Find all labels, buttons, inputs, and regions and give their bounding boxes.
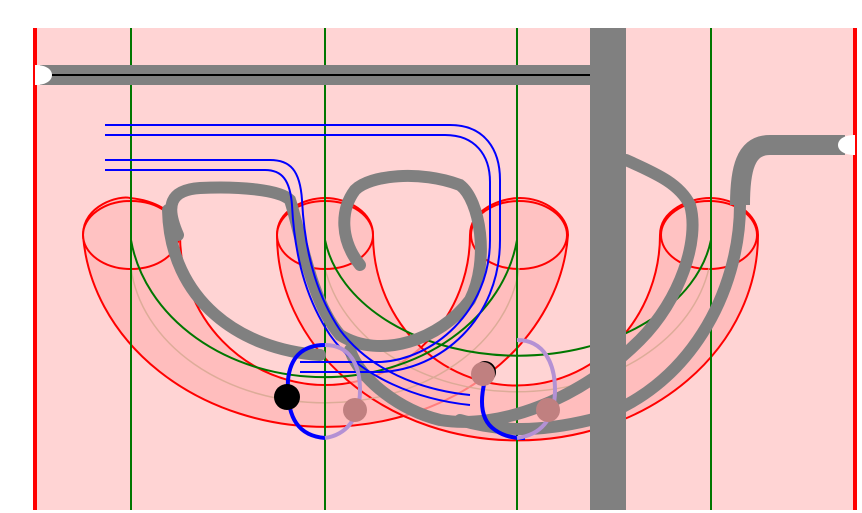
faded-marker-2 (471, 362, 495, 386)
purple-strand-group (324, 338, 558, 440)
gray-loop-1 (165, 170, 487, 353)
left-end-cap (35, 65, 52, 85)
gray-right-curve (730, 135, 845, 206)
blue-strand-2-inner (105, 169, 471, 406)
red-tube-2 (275, 196, 760, 442)
gray-lower-loop (454, 199, 746, 435)
faded-marker-3 (536, 398, 560, 422)
blue-strand-1-inner (105, 134, 491, 363)
green-arc-1 (130, 200, 518, 379)
gray-long-curve (344, 154, 699, 428)
blue-strand-1-outer (105, 124, 501, 373)
blue-knot-arc-2 (480, 379, 526, 440)
marker-group (274, 361, 560, 422)
green-guide-group (130, 28, 712, 510)
blue-strand-group (105, 124, 526, 440)
gray-vertical-bar (590, 28, 626, 510)
green-arc-2 (324, 200, 712, 357)
black-marker-1 (274, 384, 300, 410)
end-cap-group (35, 65, 855, 155)
purple-knot-arc-1 (324, 343, 363, 440)
gray-loop-2 (162, 204, 326, 361)
blue-knot-arc (285, 343, 326, 440)
blue-strand-2-outer (105, 159, 471, 396)
faded-marker-1 (343, 398, 367, 422)
purple-knot-arc-2 (516, 338, 558, 440)
right-end-cap (838, 135, 855, 155)
